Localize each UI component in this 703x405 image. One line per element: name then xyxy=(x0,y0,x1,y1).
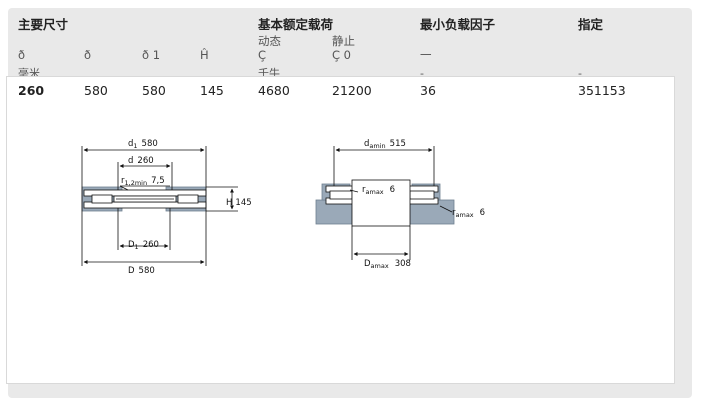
value-H: 145 xyxy=(200,83,224,98)
subheader-D: ð xyxy=(84,48,92,62)
subheader-dynamic-symbol: Ç xyxy=(258,48,267,62)
value-d: 260 xyxy=(18,83,45,98)
header-main-dimensions: 主要尺寸 xyxy=(18,17,69,32)
mounting-dimension-drawing xyxy=(315,146,455,260)
subheader-dynamic: 动态 xyxy=(258,34,281,48)
value-static-load: 21200 xyxy=(332,83,372,98)
subheader-min-load-symbol: 一 xyxy=(420,48,432,62)
subheader-H: Ĥ xyxy=(200,48,209,62)
value-d1: 580 xyxy=(142,83,166,98)
value-dynamic-load: 4680 xyxy=(258,83,290,98)
value-min-load-factor: 36 xyxy=(420,83,436,98)
value-designation: 351153 xyxy=(578,83,626,98)
subheader-d: ð xyxy=(18,48,26,62)
header-min-load-factor: 最小负载因子 xyxy=(420,17,496,32)
unit-designation: - xyxy=(578,67,582,80)
header-designation: 指定 xyxy=(578,17,604,32)
subheader-d1: ð 1 xyxy=(142,48,161,62)
unit-min-load: - xyxy=(420,67,424,80)
subheader-static: 静止 xyxy=(332,34,355,48)
bearing-section-drawing xyxy=(81,146,238,266)
value-D: 580 xyxy=(84,83,108,98)
header-basic-load-ratings: 基本额定载荷 xyxy=(258,17,334,32)
product-detail-panel xyxy=(6,76,675,384)
subheader-static-symbol: Ç 0 xyxy=(332,48,352,62)
